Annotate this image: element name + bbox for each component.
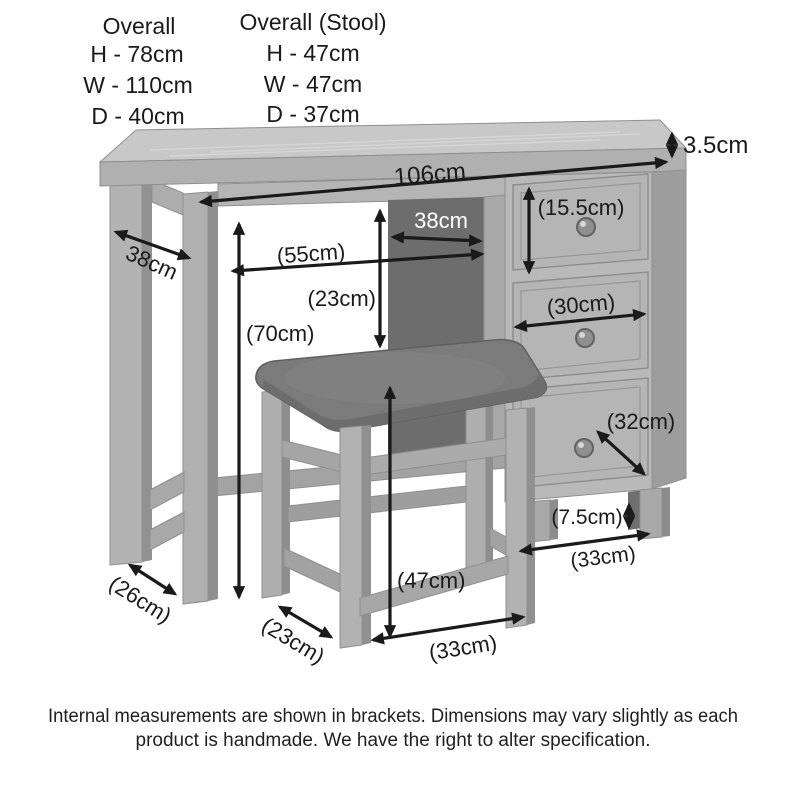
desk-overall-depth: D - 40cm <box>91 103 184 129</box>
desk-left-front-leg <box>182 191 218 605</box>
dim-label-bottom-drawer-width: (32cm) <box>607 409 675 434</box>
dim-arrow-stool-base-depth <box>277 605 334 639</box>
stool-front-stretcher <box>359 555 509 617</box>
footer-disclaimer: Internal measurements are shown in brack… <box>48 706 738 751</box>
dim-label-stool-base-depth: (23cm) <box>257 612 329 669</box>
stool-front-left-leg <box>339 425 371 649</box>
dim-label-plinth-height: (7.5cm) <box>551 506 622 529</box>
stool-overall-height: H - 47cm <box>266 40 359 66</box>
desk-end-apron <box>151 179 184 216</box>
top-drawer-knob <box>576 217 596 237</box>
dim-label-desk-width: 106cm <box>393 158 467 191</box>
dim-arrow-kneehole-width <box>230 248 485 277</box>
stool-left-stretcher <box>283 547 343 594</box>
desk-overall-height: H - 78cm <box>90 41 183 67</box>
dim-label-kneehole-height: (70cm) <box>246 321 314 346</box>
dim-label-kneehole-width: (55cm) <box>276 239 346 269</box>
stool-back-stretcher <box>287 485 467 523</box>
dim-arrow-middle-drawer-width <box>513 308 647 333</box>
dim-label-middle-drawer-width: (30cm) <box>546 289 616 320</box>
dim-arrow-bottom-drawer-width <box>596 430 646 476</box>
dim-label-kneehole-depth: 38cm <box>414 208 468 233</box>
dim-label-pedestal-base-depth: (33cm) <box>569 542 637 573</box>
dim-arrow-desk-leg-spread <box>127 563 178 596</box>
dim-label-stool-base-width: (33cm) <box>427 630 499 665</box>
pedestal-right-side <box>651 169 687 490</box>
desk-left-back-leg <box>109 177 152 566</box>
overall-desk-dimensions-block: Overall H - 78cm W - 110cm D - 40cm <box>83 13 192 129</box>
dim-arrow-desk-width <box>198 156 669 208</box>
stool-seat-pad <box>255 338 548 432</box>
desk-overall-title: Overall <box>103 13 176 39</box>
dim-arrow-desk-end-depth <box>113 229 192 261</box>
overall-stool-dimensions-block: Overall (Stool) H - 47cm W - 47cm D - 37… <box>240 9 387 127</box>
dim-label-desk-underside-to-stool: (23cm) <box>308 286 376 311</box>
stool-front-right-leg <box>505 407 535 629</box>
dim-label-top-thickness: 3.5cm <box>683 132 748 159</box>
stool-overall-title: Overall (Stool) <box>240 9 387 35</box>
dim-arrow-stool-base-width <box>370 612 526 645</box>
dim-label-top-drawer-height: (15.5cm) <box>538 195 625 220</box>
stool-left-apron <box>281 439 343 473</box>
bottom-drawer-knob <box>574 438 594 458</box>
dim-arrow-pedestal-base-depth <box>518 529 651 556</box>
middle-drawer-knob <box>575 328 595 348</box>
footer-line-2: product is handmade. We have the right t… <box>136 730 651 751</box>
stool-back-right-leg <box>465 379 493 577</box>
stool-overall-width: W - 47cm <box>264 71 362 97</box>
dim-label-stool-seat-height: (47cm) <box>397 568 465 593</box>
stool-illustration <box>255 338 548 649</box>
pedestal-right-foot <box>639 487 670 540</box>
dim-label-desk-leg-spread: (26cm) <box>105 571 176 628</box>
drawer-pedestal <box>504 169 687 543</box>
dimension-arrows <box>113 131 679 645</box>
stool-overall-depth: D - 37cm <box>266 101 359 127</box>
desk-end-stretcher-lower <box>149 511 185 551</box>
dim-arrow-kneehole-depth <box>390 231 483 247</box>
desk-overall-width: W - 110cm <box>83 72 192 98</box>
dimension-labels: 3.5cm 106cm (15.5cm) 38cm (55cm) (23cm) … <box>105 132 749 669</box>
footer-line-1: Internal measurements are shown in brack… <box>48 706 738 727</box>
desk-end-stretcher-upper <box>149 471 185 511</box>
